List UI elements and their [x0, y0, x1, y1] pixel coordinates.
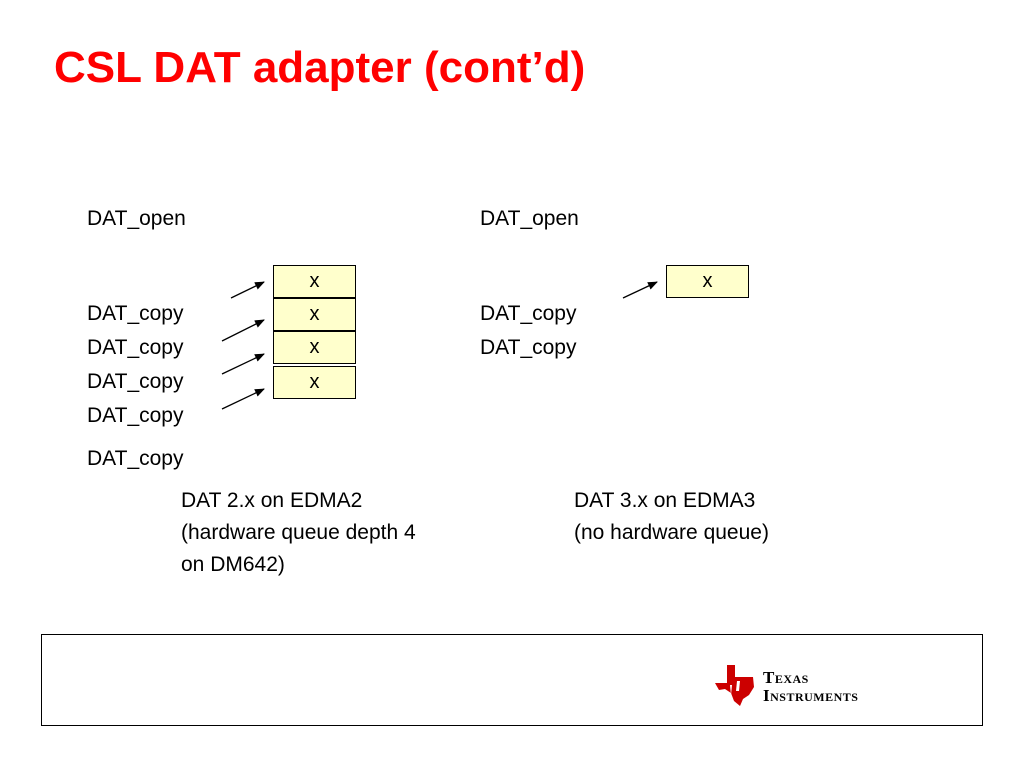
left-caption-line-3: on DM642) — [181, 553, 285, 576]
right-dat-copy-label-1: DAT_copy — [480, 302, 577, 325]
left-queue-slot-1: x — [273, 265, 356, 298]
left-caption: DAT 2.x on EDMA2 (hardware queue depth 4… — [181, 485, 416, 581]
company-logo: Texas Instruments — [713, 663, 913, 709]
logo-text-line-2: Instruments — [763, 686, 859, 705]
footer-bar — [41, 634, 983, 726]
left-queue-slot-3: x — [273, 331, 356, 364]
left-queue-slot-4: x — [273, 366, 356, 399]
arrow-left-3 — [221, 353, 265, 375]
left-dat-copy-label-5: DAT_copy — [87, 447, 184, 470]
right-dat-copy-label-2: DAT_copy — [480, 336, 577, 359]
left-dat-copy-label-1: DAT_copy — [87, 302, 184, 325]
left-queue-slot-2: x — [273, 298, 356, 331]
right-caption-line-1: DAT 3.x on EDMA3 — [574, 489, 756, 512]
slide-title: CSL DAT adapter (cont’d) — [54, 43, 586, 92]
right-caption-line-2: (no hardware queue) — [574, 521, 769, 544]
left-dat-open-label: DAT_open — [87, 207, 186, 230]
logo-wordmark: Texas Instruments — [763, 669, 858, 705]
texas-state-icon — [715, 665, 754, 706]
right-caption: DAT 3.x on EDMA3 (no hardware queue) — [574, 485, 769, 549]
left-caption-line-1: DAT 2.x on EDMA2 — [181, 489, 363, 512]
left-dat-copy-label-3: DAT_copy — [87, 370, 184, 393]
right-queue-slot-1: x — [666, 265, 749, 298]
arrow-left-1 — [230, 281, 265, 299]
logo-text-line-1: Texas — [763, 668, 809, 687]
left-dat-copy-label-2: DAT_copy — [87, 336, 184, 359]
right-dat-open-label: DAT_open — [480, 207, 579, 230]
left-dat-copy-label-4: DAT_copy — [87, 404, 184, 427]
left-caption-line-2: (hardware queue depth 4 — [181, 521, 416, 544]
arrow-left-4 — [221, 388, 265, 410]
arrow-left-2 — [221, 319, 265, 342]
arrow-right-1 — [622, 281, 658, 299]
